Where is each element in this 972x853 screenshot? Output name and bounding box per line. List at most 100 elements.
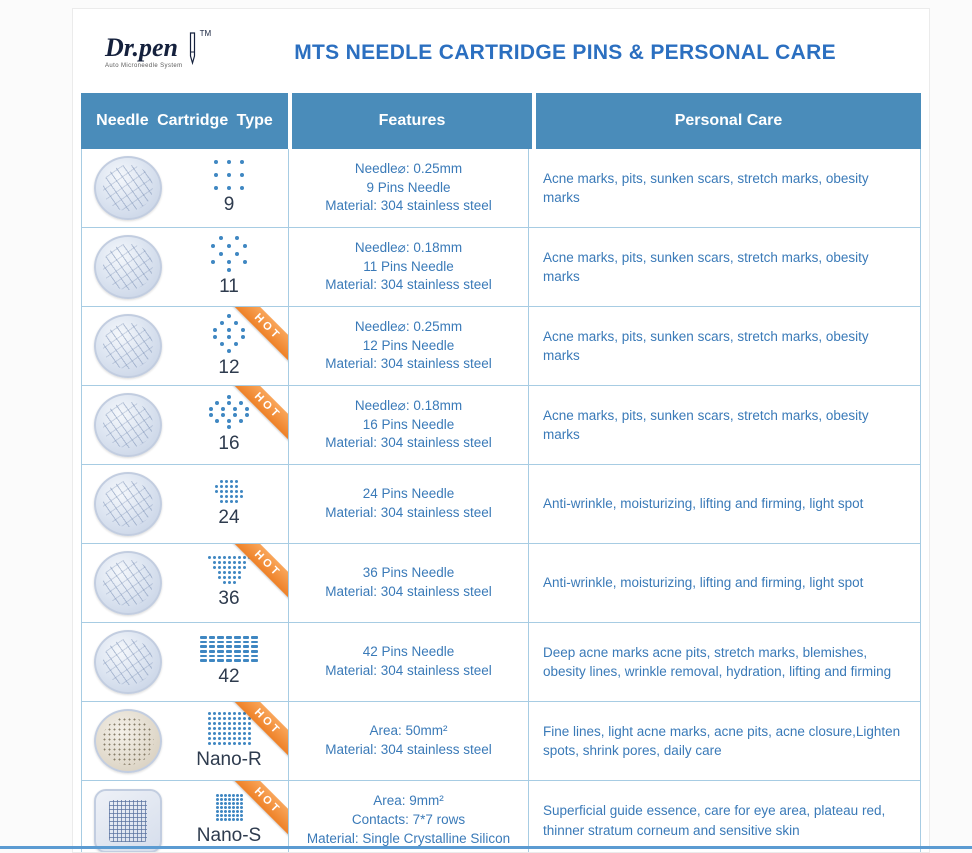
cell-cartridge-type: HOT 16 <box>82 386 289 464</box>
feature-line: Material: 304 stainless steel <box>325 198 492 214</box>
personal-care-text: Superficial guide essence, care for eye … <box>543 803 886 838</box>
cartridge-type-label: 24 <box>218 506 240 528</box>
feature-line: 9 Pins Needle <box>366 179 451 195</box>
cell-personal-care: Anti-wrinkle, moisturizing, lifting and … <box>529 544 920 622</box>
pin-pattern-icon <box>207 556 251 584</box>
cell-cartridge-type: 24 <box>82 465 289 543</box>
feature-line: Material: 304 stainless steel <box>325 435 492 451</box>
header-personal-care: Personal Care <box>536 93 921 149</box>
feature-line: Needle⌀: 0.18mm <box>354 397 463 413</box>
personal-care-text: Anti-wrinkle, moisturizing, lifting and … <box>543 575 864 591</box>
feature-line: Material: 304 stainless steel <box>325 584 492 599</box>
cell-cartridge-type: HOT Nano-R <box>82 702 289 780</box>
personal-care-text: Acne marks, pits, sunken scars, stretch … <box>543 249 869 284</box>
cartridge-type-label: 36 <box>218 588 240 609</box>
cartridge-type-label: 11 <box>219 276 239 297</box>
cell-personal-care: Anti-wrinkle, moisturizing, lifting and … <box>529 465 920 543</box>
table-header-row: Needle Cartridge Type Features Personal … <box>81 93 921 149</box>
cell-features: Area: 50mm² Material: 304 stainless steel <box>289 702 529 780</box>
cell-personal-care: Acne marks, pits, sunken scars, stretch … <box>529 228 920 306</box>
feature-line: 42 Pins Needle <box>362 644 455 660</box>
header-features: Features <box>292 93 532 149</box>
cartridge-table: Needle Cartridge Type Features Personal … <box>81 93 921 852</box>
personal-care-text: Deep acne marks acne pits, stretch marks… <box>543 644 892 679</box>
cartridge-photo <box>94 156 162 220</box>
cell-cartridge-type: 42 <box>82 623 289 701</box>
cartridge-photo <box>94 709 162 773</box>
pin-pattern-icon <box>209 395 249 429</box>
personal-care-text: Acne marks, pits, sunken scars, stretch … <box>543 328 869 363</box>
brand-tagline: Auto Microneedle System <box>105 62 183 69</box>
cartridge-photo <box>94 788 162 852</box>
feature-line: Material: 304 stainless steel <box>325 663 492 678</box>
personal-care-text: Acne marks, pits, sunken scars, stretch … <box>543 407 869 442</box>
feature-line: Needle⌀: 0.18mm <box>354 239 463 255</box>
cartridge-type-label: 12 <box>218 356 240 378</box>
cell-cartridge-type: 11 <box>82 228 289 306</box>
cartridge-photo <box>94 235 162 299</box>
cell-personal-care: Acne marks, pits, sunken scars, stretch … <box>529 386 920 464</box>
page: Dr.pen Auto Microneedle System TM MTS NE… <box>72 8 930 853</box>
pin-pattern-icon <box>215 479 243 503</box>
page-title: MTS NEEDLE CARTRIDGE PINS & PERSONAL CAR… <box>294 41 836 64</box>
feature-line: Needle⌀: 0.25mm <box>354 160 463 176</box>
cartridge-photo <box>94 314 162 378</box>
feature-line: Contacts: 7*7 rows <box>351 812 466 828</box>
feature-line: Material: 304 stainless steel <box>325 356 492 372</box>
pin-pattern-icon <box>214 160 244 190</box>
feature-line: 12 Pins Needle <box>362 337 455 353</box>
cell-personal-care: Superficial guide essence, care for eye … <box>529 781 920 852</box>
personal-care-text: Anti-wrinkle, moisturizing, lifting and … <box>543 496 864 512</box>
pin-pattern-icon <box>215 794 243 821</box>
feature-line: 36 Pins Needle <box>362 565 455 581</box>
bottom-divider <box>0 846 972 849</box>
cartridge-type-label: 42 <box>218 666 240 688</box>
cartridge-photo <box>94 393 162 457</box>
table-row: HOT Nano-R Area: 50mm² Material: 304 stai… <box>82 702 920 781</box>
cell-personal-care: Acne marks, pits, sunken scars, stretch … <box>529 149 920 227</box>
feature-line: Material: 304 stainless steel <box>325 742 492 757</box>
feature-line: 16 Pins Needle <box>362 416 455 432</box>
feature-line: 24 Pins Needle <box>362 486 455 502</box>
cell-personal-care: Deep acne marks acne pits, stretch marks… <box>529 623 920 701</box>
cell-cartridge-type: HOT 36 <box>82 544 289 622</box>
cell-personal-care: Fine lines, light acne marks, acne pits,… <box>529 702 920 780</box>
cartridge-type-label: 16 <box>218 433 240 454</box>
cell-cartridge-type: HOT 12 <box>82 307 289 385</box>
trademark-symbol: TM <box>199 28 212 38</box>
brand-logo: Dr.pen Auto Microneedle System TM <box>105 29 211 72</box>
feature-line: Area: 9mm² <box>373 793 444 809</box>
brand-name: Dr.pen <box>105 32 178 62</box>
pin-pattern-icon <box>199 635 259 663</box>
pin-pattern-icon <box>207 711 251 745</box>
feature-line: Material: Single Crystalline Silicon <box>306 830 511 846</box>
feature-line: Needle⌀: 0.25mm <box>354 318 463 334</box>
feature-line: Area: 50mm² <box>369 723 448 739</box>
cell-personal-care: Acne marks, pits, sunken scars, stretch … <box>529 307 920 385</box>
pin-pattern-icon <box>211 236 247 272</box>
cell-cartridge-type: 9 <box>82 149 289 227</box>
feature-line: Material: 304 stainless steel <box>325 277 492 293</box>
cartridge-type-label: Nano-S <box>196 825 262 846</box>
header-needle-cartridge-type: Needle Cartridge Type <box>81 93 288 149</box>
page-header: Dr.pen Auto Microneedle System TM MTS NE… <box>73 9 929 89</box>
cell-cartridge-type: HOT Nano-S <box>82 781 289 852</box>
feature-line: 11 Pins Needle <box>363 258 454 274</box>
